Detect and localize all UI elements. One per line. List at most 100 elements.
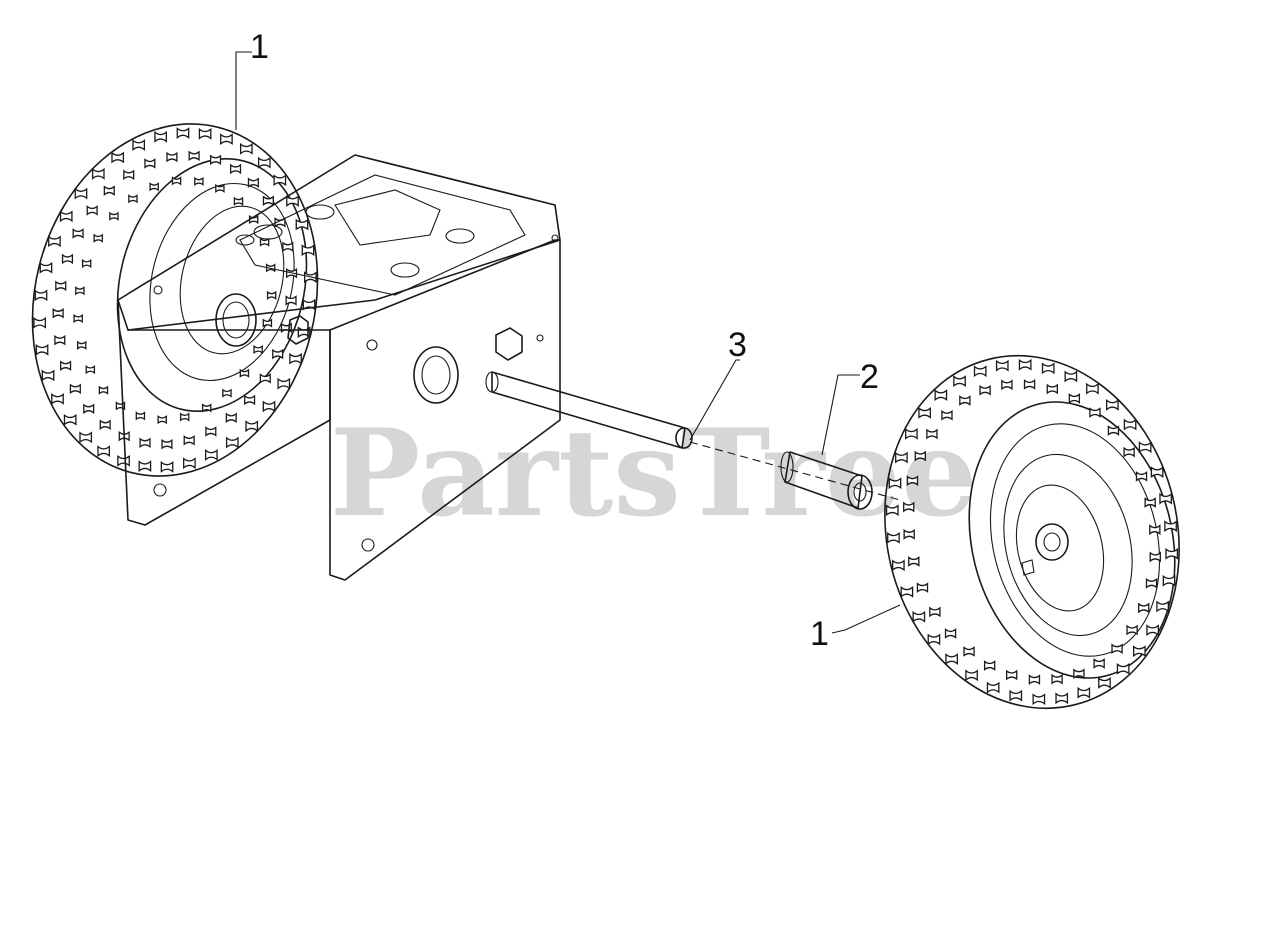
tread-block	[903, 501, 915, 513]
tread-block	[1123, 418, 1137, 431]
tread-block	[965, 669, 978, 682]
tread-block	[1111, 643, 1123, 655]
tread-block	[1046, 383, 1058, 395]
tread-block	[1064, 370, 1078, 383]
tread-block	[927, 633, 941, 646]
tread-block	[91, 167, 105, 180]
tread-block	[272, 348, 284, 360]
tread-block	[262, 400, 276, 413]
tread-block	[188, 150, 200, 162]
right-wheel-tread	[885, 358, 1179, 706]
tread-block	[51, 393, 64, 405]
frame-housing[interactable]	[117, 154, 561, 581]
tread-block	[166, 151, 178, 163]
tread-block	[244, 394, 256, 406]
tread-block	[245, 420, 259, 433]
tread-block	[1073, 668, 1085, 680]
callout-number: 3	[728, 326, 747, 364]
tread-block	[75, 286, 85, 296]
tread-block	[1165, 547, 1179, 560]
tread-block	[111, 151, 125, 164]
tread-block	[262, 195, 274, 207]
tread-block	[144, 158, 156, 169]
tread-block	[77, 340, 87, 350]
tread-block	[225, 412, 237, 424]
tread-block	[1077, 686, 1091, 699]
tread-block	[963, 646, 975, 657]
tread-block	[888, 477, 902, 490]
tread-block	[183, 435, 195, 446]
tread-block	[1145, 577, 1158, 589]
tread-block	[912, 610, 926, 623]
tread-block	[1149, 551, 1161, 563]
tread-block	[41, 369, 55, 382]
tread-block	[903, 528, 915, 540]
tread-block	[79, 431, 93, 444]
tread-block	[103, 185, 115, 196]
tread-block	[1028, 674, 1041, 685]
callout-2: 2	[821, 358, 879, 456]
tread-block	[81, 258, 92, 269]
tread-block	[86, 205, 98, 216]
tread-block	[1051, 673, 1063, 685]
left-wheel-tread	[33, 127, 317, 473]
callout-number: 2	[860, 358, 879, 396]
tread-block	[34, 289, 48, 302]
tread-block	[1144, 497, 1156, 508]
tread-block	[266, 290, 277, 300]
tread-block	[61, 253, 74, 265]
tread-block	[154, 130, 167, 143]
tread-block	[198, 127, 212, 140]
tread-block	[98, 385, 109, 395]
tread-block	[259, 237, 270, 247]
tread-block	[885, 504, 899, 517]
tread-block	[233, 196, 244, 206]
tread-block	[914, 450, 926, 462]
tread-block	[1162, 574, 1176, 587]
tread-block	[157, 415, 167, 425]
tread-block	[1107, 425, 1120, 436]
tread-block	[277, 377, 291, 390]
tread-block	[60, 360, 72, 372]
tread-block	[239, 142, 253, 155]
tread-block	[905, 427, 918, 440]
tread-block	[59, 210, 73, 223]
callout-number: 1	[250, 28, 269, 66]
tread-block	[73, 313, 83, 324]
tread-block	[171, 176, 182, 186]
tread-block	[887, 531, 900, 544]
tread-block	[1055, 692, 1069, 705]
axle-shaft[interactable]	[485, 371, 901, 501]
tread-block	[1159, 492, 1173, 505]
tread-block	[215, 183, 225, 193]
tread-block	[929, 606, 941, 618]
tread-block	[222, 388, 232, 398]
tread-block	[74, 187, 88, 200]
tread-block	[1023, 379, 1036, 390]
watermark-text: PartsTree	[330, 403, 977, 544]
tread-block	[52, 307, 64, 319]
tread-block	[906, 475, 919, 487]
left-wheel[interactable]	[0, 93, 354, 506]
tread-block	[1116, 662, 1130, 675]
spacer-tube[interactable]	[780, 451, 873, 510]
tread-block	[959, 395, 971, 406]
tread-block	[1149, 524, 1161, 536]
tread-block	[945, 653, 959, 665]
tread-block	[239, 368, 250, 378]
tread-block	[1006, 669, 1018, 681]
tread-block	[1156, 600, 1169, 613]
tread-block	[895, 451, 908, 464]
tread-block	[48, 235, 61, 248]
tread-block	[1086, 382, 1099, 395]
callout-number: 1	[810, 615, 829, 653]
right-wheel[interactable]	[848, 324, 1216, 740]
tread-block	[225, 436, 239, 449]
tread-block	[1135, 470, 1148, 482]
tread-block	[85, 365, 96, 375]
tread-block	[1123, 446, 1135, 458]
tread-block	[230, 163, 242, 175]
tread-block	[63, 413, 77, 426]
tread-block	[183, 457, 196, 470]
tread-block	[35, 343, 49, 356]
